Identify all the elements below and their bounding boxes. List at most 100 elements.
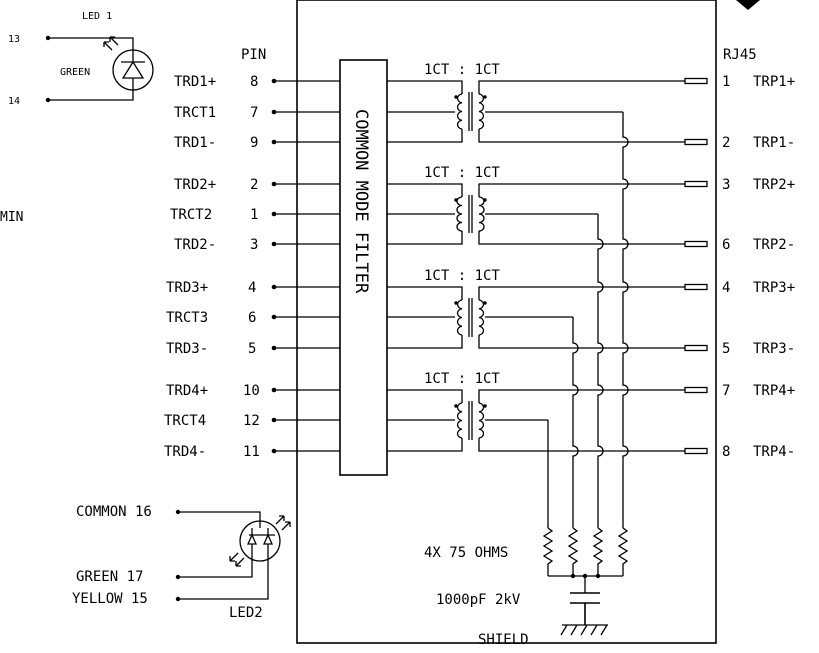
junction-dot xyxy=(570,573,576,579)
rj45-pin-name: TRP3+ xyxy=(753,280,795,296)
led1-pin-14: 14 xyxy=(8,96,20,107)
resistors-label: 4X 75 OHMS xyxy=(424,545,508,561)
led1-title: LED 1 xyxy=(82,11,112,22)
led1-group: LED 1 13 14 GREEN xyxy=(8,11,154,107)
transformer-ratio: 1CT : 1CT xyxy=(424,268,500,284)
left-pin-number: 10 xyxy=(243,383,260,399)
rj45-header: RJ45 xyxy=(723,47,757,63)
left-pin-name: TRD4- xyxy=(164,444,206,460)
primary-coil-icon xyxy=(456,299,463,336)
corner-marker xyxy=(736,0,760,10)
rj45-pin-number: 3 xyxy=(722,177,730,193)
resistor-icon xyxy=(542,527,554,576)
led2-group: COMMON 16 GREEN 17 YELLOW 15 LED2 xyxy=(72,504,291,621)
led2-body xyxy=(239,520,281,562)
left-pin-name: TRCT1 xyxy=(174,105,216,121)
resistor-icon xyxy=(567,527,579,576)
led2-wires xyxy=(178,511,269,600)
capacitor-label: 1000pF 2kV xyxy=(436,592,521,608)
left-pin-number: 9 xyxy=(250,135,258,151)
left-pin-name: TRCT4 xyxy=(164,413,206,429)
left-pin-number: 12 xyxy=(243,413,260,429)
resistor-icon xyxy=(617,527,629,576)
center-tap-bus-1 xyxy=(622,112,629,528)
resistor-icon xyxy=(592,527,604,576)
left-pin-name: TRCT2 xyxy=(170,207,212,223)
secondary-coil-icon xyxy=(478,402,485,439)
pin-header: PIN xyxy=(241,47,266,63)
led2-title: LED2 xyxy=(229,605,263,621)
transformer-core xyxy=(468,401,473,440)
secondary-coil-icon xyxy=(478,93,485,130)
secondary-coil-icon xyxy=(478,299,485,336)
transformer-2: 1CT : 1CT xyxy=(387,165,685,245)
rj45-pin-name: TRP1- xyxy=(753,135,795,151)
primary-wires xyxy=(387,80,463,143)
center-tap-bus-2 xyxy=(597,214,604,528)
pin-to-filter-wires xyxy=(274,80,340,452)
led2-green-label: GREEN 17 xyxy=(76,569,143,585)
left-pin-name: TRD2- xyxy=(174,237,216,253)
polarity-dot xyxy=(454,404,458,408)
polarity-dot xyxy=(483,301,487,305)
led1-pin-13: 13 xyxy=(8,34,20,45)
rj45-pin-number: 7 xyxy=(722,383,730,399)
junction-dot xyxy=(595,573,601,579)
left-pin-name: TRD1- xyxy=(174,135,216,151)
rj45-pin-number: 8 xyxy=(722,444,730,460)
transformer-ratio: 1CT : 1CT xyxy=(424,371,500,387)
primary-wires xyxy=(387,286,463,349)
rj45-pin-name: TRP1+ xyxy=(753,74,795,90)
polarity-dot xyxy=(454,95,458,99)
transformer-ratio: 1CT : 1CT xyxy=(424,62,500,78)
transformer-3: 1CT : 1CT xyxy=(387,268,685,349)
led2-common-label: COMMON 16 xyxy=(76,504,152,520)
rj45-pin-number: 5 xyxy=(722,341,730,357)
transformer-core xyxy=(468,92,473,131)
led1-light-arrows-icon xyxy=(103,36,119,51)
primary-wires xyxy=(387,389,463,452)
left-pin-number: 1 xyxy=(250,207,258,223)
rj45-pin-stubs xyxy=(684,77,708,455)
rj45-pin-name: TRP2+ xyxy=(753,177,795,193)
left-pin-number: 6 xyxy=(248,310,256,326)
capacitor-icon xyxy=(570,592,600,625)
left-pin-number: 2 xyxy=(250,177,258,193)
secondary-wires xyxy=(478,389,685,452)
left-pin-name: TRD3- xyxy=(166,341,208,357)
rj45-pin-number: 1 xyxy=(722,74,730,90)
transformer-core xyxy=(468,195,473,233)
shield-label: SHIELD xyxy=(478,632,529,648)
rj45-pin-name: TRP4- xyxy=(753,444,795,460)
transformer-4: 1CT : 1CT xyxy=(387,371,685,452)
left-pin-name: TRD1+ xyxy=(174,74,216,90)
polarity-dot xyxy=(454,301,458,305)
left-pin-number: 3 xyxy=(250,237,258,253)
left-pin-name: TRD3+ xyxy=(166,280,208,296)
left-pin-dots xyxy=(271,78,277,454)
led2-yellow-label: YELLOW 15 xyxy=(72,591,148,607)
transformer-1: 1CT : 1CT xyxy=(387,62,685,143)
secondary-wires xyxy=(478,183,685,245)
polarity-dot xyxy=(483,404,487,408)
rj45-pin-number: 6 xyxy=(722,237,730,253)
rj45-pin-number: 2 xyxy=(722,135,730,151)
center-tap-bus-3 xyxy=(572,317,579,528)
chassis-ground-icon xyxy=(560,624,608,636)
primary-coil-icon xyxy=(456,196,463,232)
rj45-pin-number: 4 xyxy=(722,280,730,296)
left-pin-number: 8 xyxy=(250,74,258,90)
primary-wires xyxy=(387,183,463,245)
left-pin-labels: TRD1+ 8 TRCT1 7 TRD1- 9 TRD2+ 2 TRCT2 1 … xyxy=(164,74,260,460)
module-outline xyxy=(296,0,717,644)
polarity-dot xyxy=(483,198,487,202)
common-mode-filter-box xyxy=(339,59,388,476)
primary-coil-icon xyxy=(456,93,463,130)
rj45-pin-name: TRP4+ xyxy=(753,383,795,399)
left-pin-name: TRD2+ xyxy=(174,177,216,193)
polarity-dot xyxy=(454,198,458,202)
led2-bicolor-diode-icon xyxy=(246,528,275,553)
left-pin-number: 11 xyxy=(243,444,260,460)
resistor-common-node xyxy=(548,575,623,593)
